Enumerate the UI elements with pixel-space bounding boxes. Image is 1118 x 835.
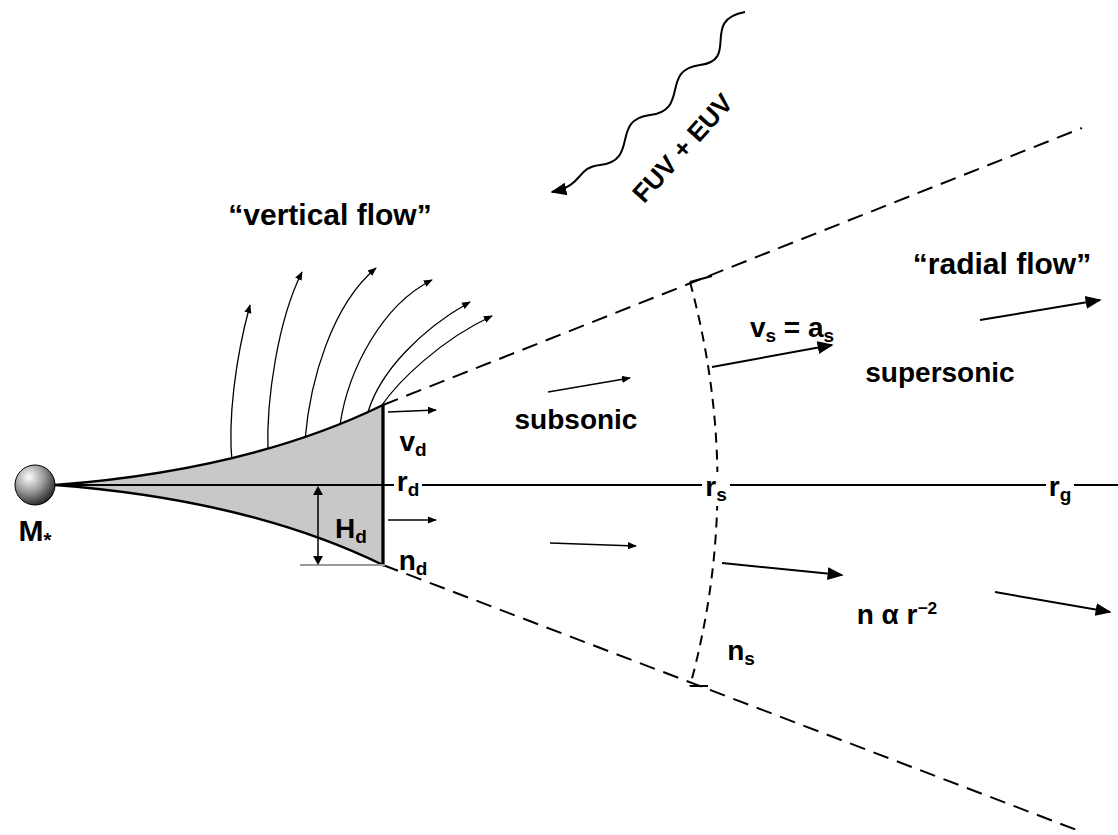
radius-symbol: rg [1046,472,1075,505]
sonic-tick [690,685,708,687]
star-outline [13,463,57,507]
sonic-condition: vs = as [747,313,837,346]
regime-label: subsonic [512,405,641,435]
velocity-symbol: vd [396,427,429,460]
flow-arrow [980,300,1100,320]
scale-height-label: Hd [332,514,370,547]
regime-label: supersonic [862,358,1017,388]
flow-title: “radial flow” [910,248,1094,280]
density-symbol: nd [396,546,431,579]
flow-arrow [722,563,842,575]
flow-arrow [995,592,1110,612]
flow-arrow [388,410,436,412]
flow-arrow [712,345,832,367]
density-law: n α r−2 [854,599,941,630]
flow-arrow [388,519,436,521]
star-label: M* [16,515,55,551]
radiation-label: FUV + EUV [625,86,740,210]
star-shape: M* [13,463,57,507]
disk-shape: Hd [55,403,385,567]
radius-symbol: rs [702,472,730,505]
flow-arrow [550,543,636,546]
flow-arrow [548,378,630,392]
midplane-line [55,484,1118,486]
flow-title: “vertical flow” [225,199,434,231]
radius-symbol: rd [394,467,423,500]
cone-boundary [383,565,1082,832]
sonic-tick [690,276,712,282]
density-symbol: ns [724,636,758,669]
